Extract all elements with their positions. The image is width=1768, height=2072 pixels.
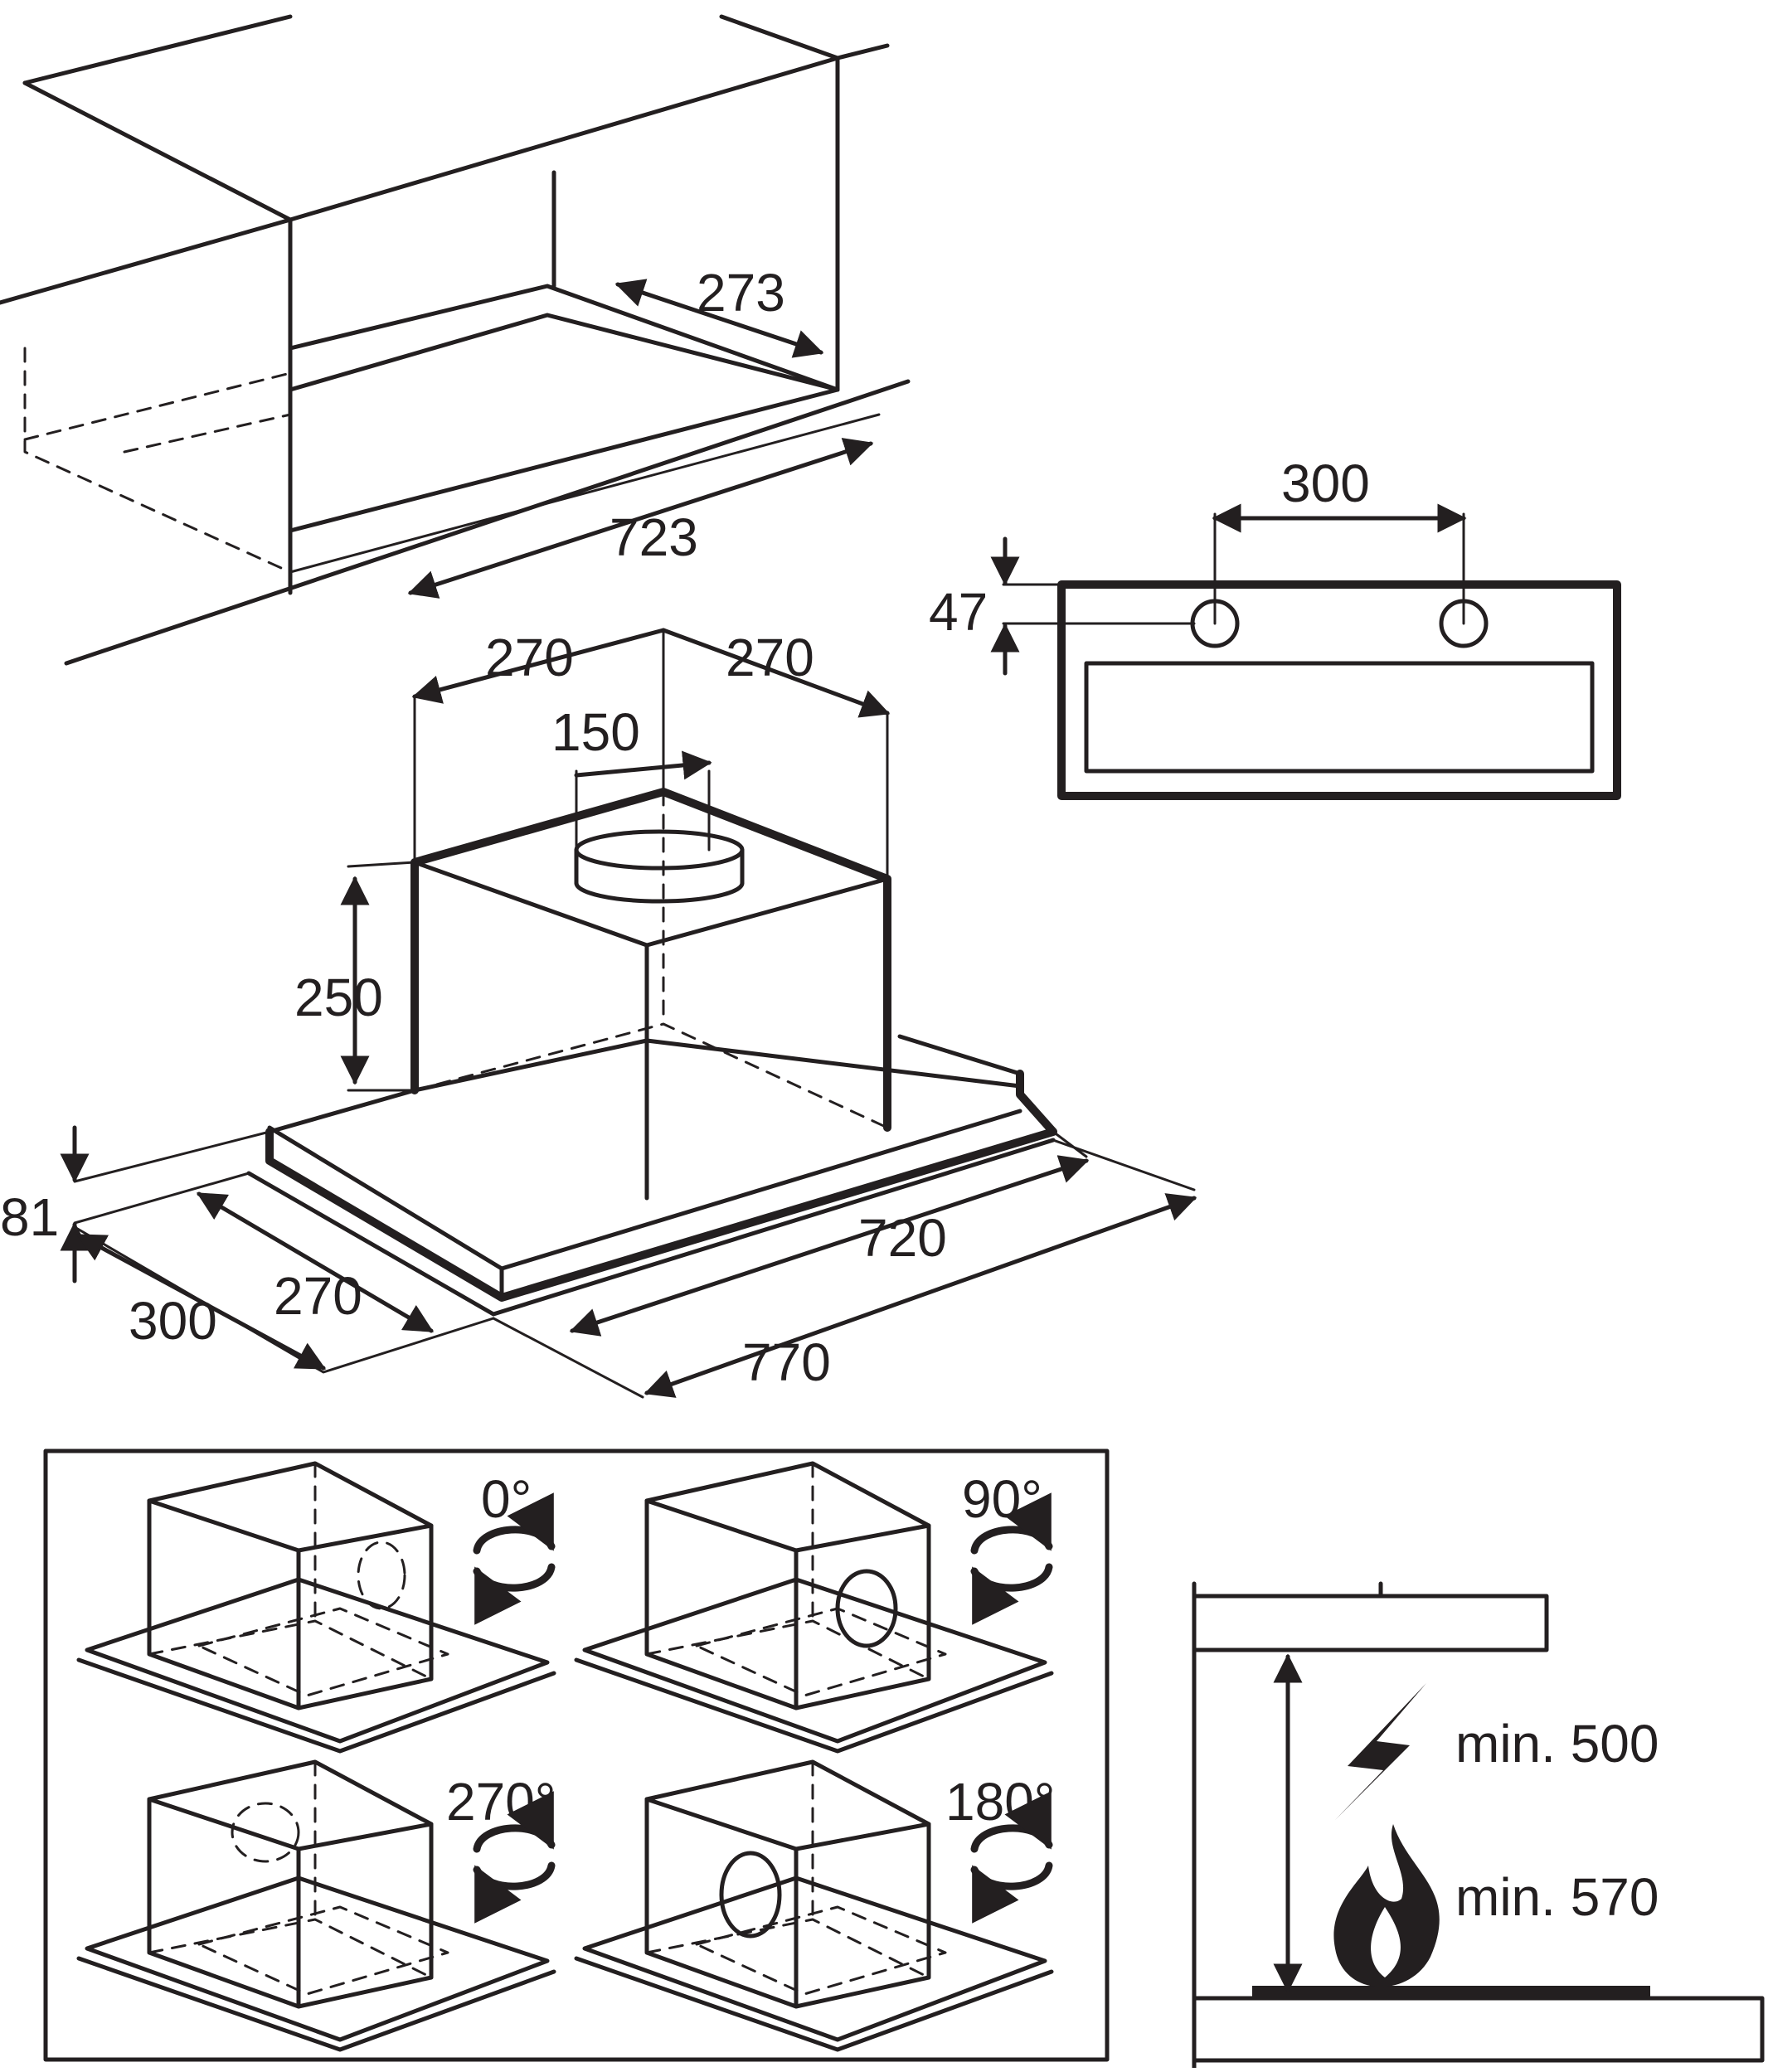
inner-width-label: 720 bbox=[858, 1208, 947, 1268]
hood-drawing: 270 270 150 250 81 300 270 720 770 bbox=[0, 628, 1197, 1399]
rotation-option-270 bbox=[79, 1762, 554, 2050]
depth-dimension-arrow bbox=[614, 279, 824, 358]
lightning-icon bbox=[1335, 1683, 1426, 1820]
depth-label: 300 bbox=[129, 1291, 217, 1351]
width-dimension-arrow bbox=[407, 438, 874, 599]
clearance-drawing: min. 500 min. 570 bbox=[1192, 1581, 1765, 2070]
box-height-label: 250 bbox=[294, 968, 383, 1027]
duct-hole bbox=[719, 1851, 782, 1939]
rotate-arrows-icon bbox=[477, 1828, 551, 1886]
inner-depth-label: 270 bbox=[274, 1266, 362, 1326]
gas-clearance-label: min. 570 bbox=[1455, 1867, 1659, 1927]
duct-hole bbox=[835, 1569, 898, 1648]
rotate-arrows-icon bbox=[974, 1828, 1049, 1886]
rotate-arrows-icon bbox=[974, 1530, 1049, 1588]
angle-90-label: 90° bbox=[962, 1469, 1042, 1529]
hole-height-label: 47 bbox=[929, 582, 988, 642]
rotation-frame bbox=[43, 1448, 1110, 2062]
cabinet-depth-label: 273 bbox=[697, 263, 785, 323]
flame-icon bbox=[1333, 1824, 1440, 1987]
cabinet-width-label: 723 bbox=[610, 507, 698, 567]
right-offset-label: 270 bbox=[726, 628, 814, 687]
hole-spacing-label: 300 bbox=[1281, 454, 1370, 513]
angle-270-label: 270° bbox=[446, 1772, 556, 1832]
width-label: 770 bbox=[742, 1332, 831, 1392]
rotate-arrows-icon bbox=[477, 1530, 551, 1588]
duct-hole-hidden bbox=[231, 1802, 300, 1863]
rear-panel-drawing: 300 47 bbox=[929, 454, 1621, 800]
angle-180-label: 180° bbox=[945, 1772, 1055, 1832]
rotation-panel: 0° 90° 270° 180° bbox=[43, 1448, 1110, 2062]
cabinet-drawing: 273 723 bbox=[0, 14, 911, 666]
hood-profile bbox=[1192, 1594, 1549, 1652]
duct-diameter-label: 150 bbox=[551, 702, 640, 762]
angle-0-label: 0° bbox=[481, 1469, 532, 1529]
left-offset-label: 270 bbox=[485, 628, 574, 687]
panel-height-label: 81 bbox=[0, 1187, 59, 1247]
rotation-option-180 bbox=[576, 1762, 1052, 2050]
rotation-option-0 bbox=[79, 1463, 554, 1751]
hob-profile bbox=[1192, 1996, 1765, 2063]
duct-hole-hidden bbox=[357, 1541, 406, 1610]
electric-clearance-label: min. 500 bbox=[1455, 1714, 1659, 1774]
hob-surface bbox=[1252, 1986, 1650, 1997]
rotation-option-90 bbox=[576, 1463, 1052, 1751]
